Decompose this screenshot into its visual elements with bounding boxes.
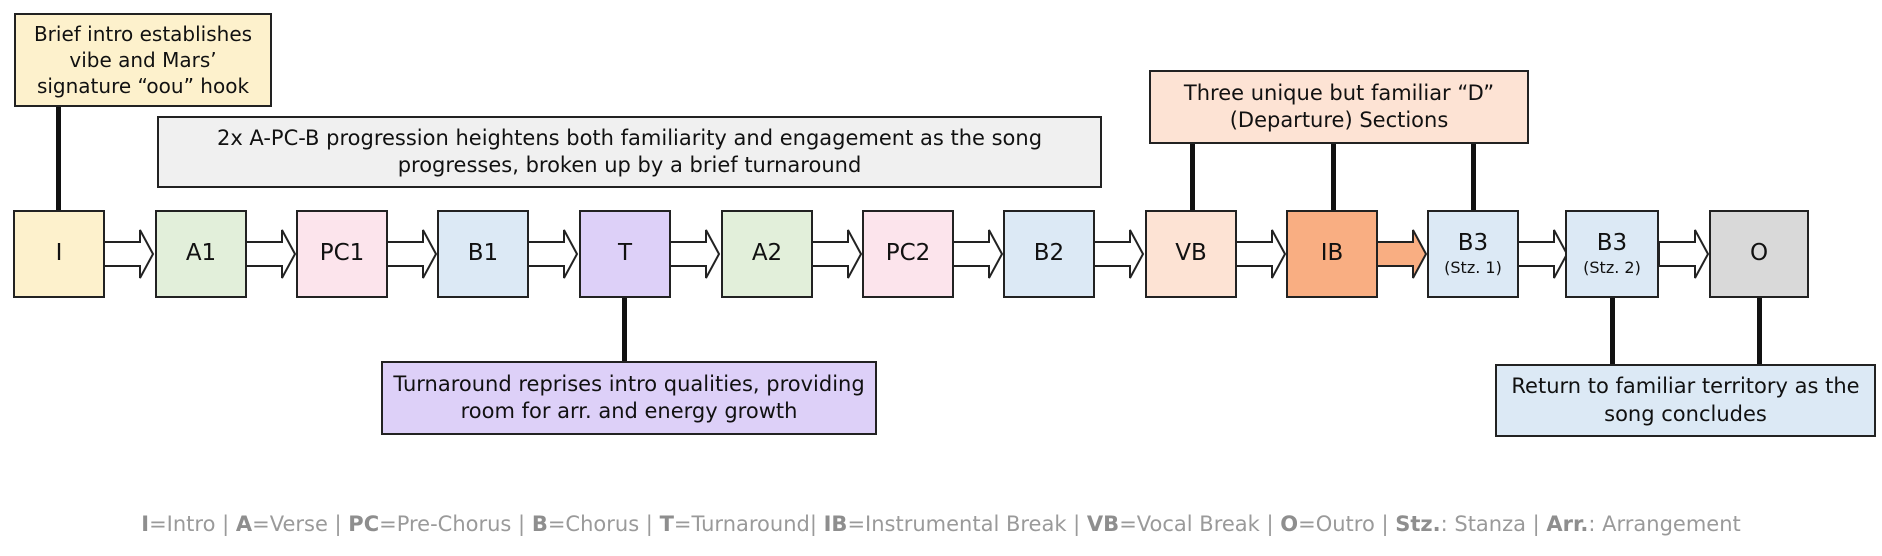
section-b1: B1 bbox=[437, 210, 529, 298]
legend-abbr: PC bbox=[348, 512, 380, 536]
legend-meaning: =Turnaround| bbox=[673, 512, 824, 536]
progression-annotation-text: 2x A-PC-B progression heightens both fam… bbox=[216, 125, 1043, 177]
departure-connector-ib bbox=[1331, 142, 1336, 212]
section-sublabel: (Stz. 1) bbox=[1444, 258, 1502, 278]
legend-abbr: T bbox=[659, 512, 674, 536]
section-label: B3 bbox=[1457, 229, 1489, 256]
legend-meaning: : Arrangement bbox=[1588, 512, 1741, 536]
legend-meaning: =Outro | bbox=[1298, 512, 1396, 536]
legend-abbr: Stz. bbox=[1395, 512, 1441, 536]
arrow-pc2-b2-icon bbox=[952, 229, 1003, 279]
section-a1: A1 bbox=[155, 210, 247, 298]
abbreviation-legend: I=Intro | A=Verse | PC=Pre-Chorus | B=Ch… bbox=[0, 512, 1882, 536]
arrow-b2-vb-icon bbox=[1093, 229, 1144, 279]
legend-abbr: VB bbox=[1086, 512, 1120, 536]
legend-abbr: IB bbox=[823, 512, 848, 536]
section-label: I bbox=[55, 240, 63, 267]
arrow-ib-b3-icon bbox=[1376, 229, 1428, 279]
section-ib: IB bbox=[1286, 210, 1378, 298]
section-label: T bbox=[617, 240, 633, 267]
legend-meaning: =Instrumental Break | bbox=[847, 512, 1087, 536]
turnaround-annotation-text: Turnaround reprises intro qualities, pro… bbox=[393, 371, 865, 423]
departure-annotation-text: Three unique but familiar “D” (Departure… bbox=[1183, 80, 1495, 132]
legend-meaning: =Pre-Chorus | bbox=[379, 512, 532, 536]
legend-abbr: A bbox=[235, 512, 253, 536]
legend-abbr: Arr. bbox=[1546, 512, 1589, 536]
arrow-b1-t-icon bbox=[527, 229, 578, 279]
section-label: IB bbox=[1320, 240, 1344, 267]
arrow-b3-b3-icon bbox=[1517, 229, 1568, 279]
section-label: B2 bbox=[1033, 240, 1065, 267]
departure-annotation: Three unique but familiar “D” (Departure… bbox=[1149, 70, 1529, 144]
turnaround-annotation: Turnaround reprises intro qualities, pro… bbox=[381, 361, 877, 435]
section-label: A1 bbox=[185, 240, 217, 267]
intro-annotation: Brief intro establishes vibe and Mars’ s… bbox=[14, 13, 272, 107]
arrow-a2-pc2-icon bbox=[811, 229, 862, 279]
legend-meaning: =Vocal Break | bbox=[1119, 512, 1281, 536]
section-label: A2 bbox=[751, 240, 783, 267]
section-b2: B2 bbox=[1003, 210, 1095, 298]
section-a2: A2 bbox=[721, 210, 813, 298]
legend-abbr: O bbox=[1280, 512, 1299, 536]
arrow-t-a2-icon bbox=[669, 229, 720, 279]
section-label: PC2 bbox=[885, 240, 931, 267]
section-label: O bbox=[1749, 240, 1769, 267]
arrow-a1-pc1-icon bbox=[245, 229, 296, 279]
arrow-pc1-b1-icon bbox=[386, 229, 437, 279]
section-label: B3 bbox=[1596, 229, 1628, 256]
section-t: T bbox=[579, 210, 671, 298]
section-label: VB bbox=[1175, 240, 1207, 267]
arrow-b3-o-icon bbox=[1658, 229, 1709, 279]
section-label: B1 bbox=[467, 240, 499, 267]
intro-annotation-text: Brief intro establishes vibe and Mars’ s… bbox=[33, 22, 253, 98]
return-annotation-text: Return to familiar territory as the song… bbox=[1511, 374, 1860, 426]
legend-meaning: : Stanza | bbox=[1440, 512, 1547, 536]
return-connector-outro bbox=[1757, 296, 1762, 366]
legend-meaning: =Intro | bbox=[149, 512, 236, 536]
section-vb: VB bbox=[1145, 210, 1237, 298]
progression-annotation: 2x A-PC-B progression heightens both fam… bbox=[157, 116, 1102, 188]
section-pc2: PC2 bbox=[862, 210, 954, 298]
legend-abbr: B bbox=[531, 512, 548, 536]
section-b3-stanza-1: B3 (Stz. 1) bbox=[1427, 210, 1519, 298]
departure-connector-vb bbox=[1190, 142, 1195, 212]
legend-abbr: I bbox=[141, 512, 150, 536]
section-sublabel: (Stz. 2) bbox=[1583, 258, 1641, 278]
section-outro: O bbox=[1709, 210, 1809, 298]
section-label: PC1 bbox=[319, 240, 365, 267]
section-intro: I bbox=[13, 210, 105, 298]
return-annotation: Return to familiar territory as the song… bbox=[1495, 364, 1876, 437]
legend-meaning: =Verse | bbox=[252, 512, 349, 536]
legend-meaning: =Chorus | bbox=[547, 512, 660, 536]
return-connector-b3 bbox=[1610, 296, 1615, 366]
turnaround-connector bbox=[622, 296, 627, 362]
arrow-i-a1-icon bbox=[103, 229, 154, 279]
departure-connector-b3 bbox=[1471, 142, 1476, 212]
section-pc1: PC1 bbox=[296, 210, 388, 298]
arrow-vb-ib-icon bbox=[1235, 229, 1286, 279]
intro-connector bbox=[56, 106, 61, 212]
section-b3-stanza-2: B3 (Stz. 2) bbox=[1565, 210, 1659, 298]
